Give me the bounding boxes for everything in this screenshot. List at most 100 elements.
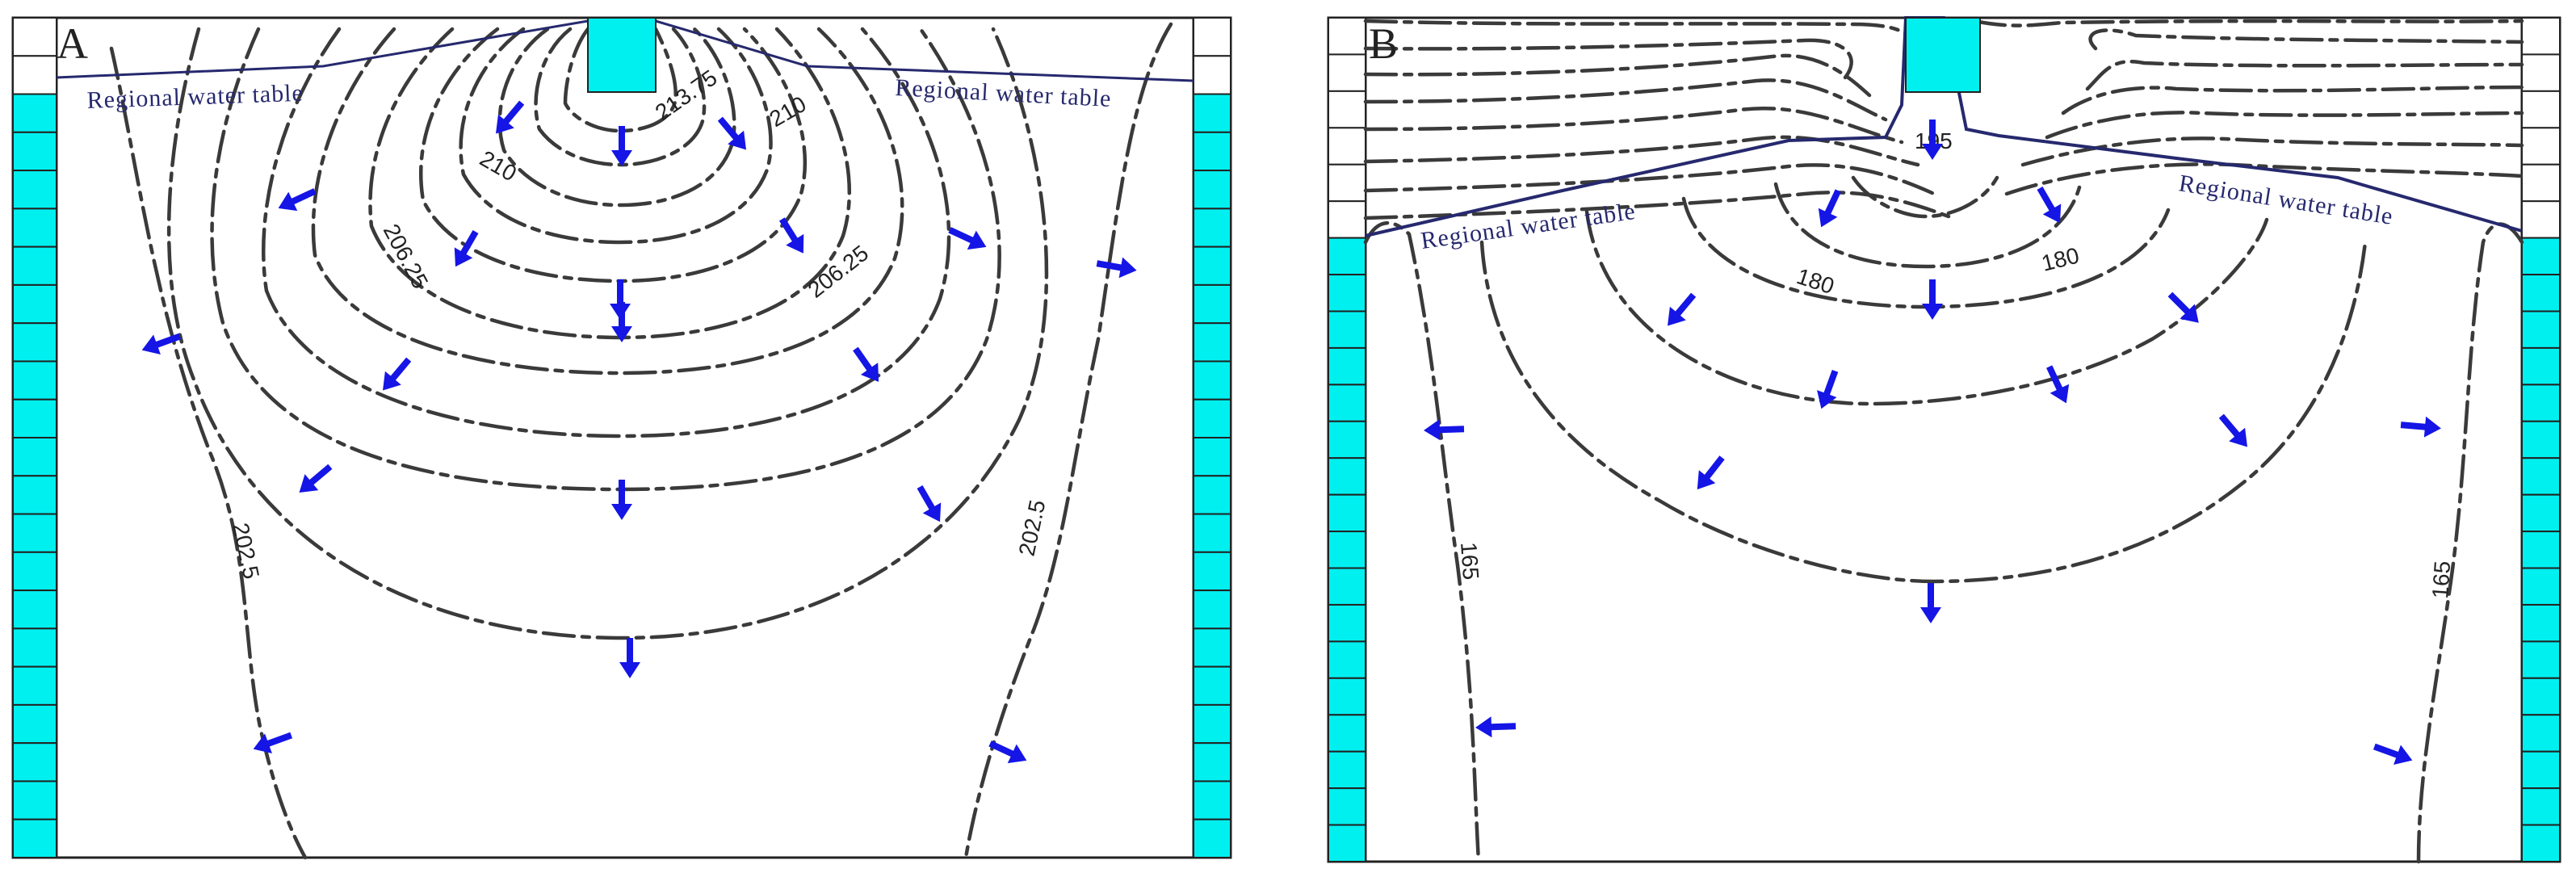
constant-head-cell-icon [1328, 603, 1366, 643]
constant-head-cell-icon [1193, 55, 1231, 95]
constant-head-cell-icon [1193, 283, 1231, 325]
constant-head-cell-icon [12, 475, 57, 515]
contour-label: 206.25 [379, 220, 434, 292]
constant-head-cell-icon [12, 818, 57, 859]
constant-head-cell-icon [1328, 493, 1366, 533]
flow-arrow-icon [2037, 186, 2062, 224]
constant-head-cell-icon [12, 55, 57, 95]
flow-arrow-icon [610, 279, 631, 320]
flow-arrow-icon [2400, 416, 2441, 438]
constant-head-cell-icon [1328, 420, 1366, 459]
flow-arrow-icon [278, 188, 317, 212]
constant-head-cell-icon [1193, 551, 1231, 592]
contour-line [1584, 209, 2269, 406]
constant-head-cell-icon [1193, 360, 1231, 401]
constant-head-cell-icon [12, 208, 57, 248]
water-table-label-right: Regional water table [895, 74, 1113, 112]
constant-head-cell-icon [2521, 237, 2561, 276]
panel-a-contours [109, 22, 1173, 860]
contour-label: 206.25 [803, 241, 874, 303]
constant-head-cell-icon [1193, 170, 1231, 210]
constant-head-cell-icon [1193, 322, 1231, 363]
constant-head-cell-icon [1193, 398, 1231, 438]
constant-head-cell-icon [12, 742, 57, 782]
flow-arrow-icon [717, 116, 746, 150]
constant-head-cell-icon [12, 665, 57, 706]
contour-line [2416, 222, 2524, 864]
constant-head-cell-icon [2521, 90, 2561, 129]
constant-head-cell-icon [2521, 714, 2561, 753]
flow-arrow-icon [141, 333, 182, 354]
constant-head-cell-icon [12, 437, 57, 477]
constant-head-cell-icon [1328, 310, 1366, 349]
constant-head-cell-icon [2521, 750, 2561, 790]
panel-b-diagram: B Regional water table Regional water ta… [1327, 16, 2561, 864]
constant-head-cell-icon [12, 513, 57, 553]
constant-head-cell-icon [1193, 208, 1231, 248]
constant-head-cell-icon [1328, 750, 1366, 790]
flow-arrow-icon [299, 464, 333, 493]
flow-arrow-icon [253, 732, 293, 753]
flow-arrow-icon [496, 100, 525, 134]
contour-label: 180 [1794, 263, 1837, 299]
constant-head-cell-icon [1328, 457, 1366, 496]
constant-head-cell-icon [1328, 346, 1366, 386]
constant-head-cell-icon [1328, 384, 1366, 422]
flow-arrow-icon [611, 302, 632, 342]
constant-head-cell-icon [2521, 457, 2561, 496]
constant-head-cell-icon [1328, 127, 1366, 166]
constant-head-cell-icon [1193, 627, 1231, 668]
constant-head-cell-icon [12, 398, 57, 438]
constant-head-cell-icon [1328, 274, 1366, 313]
constant-head-cell-icon [1328, 714, 1366, 753]
constant-head-cell-icon [2521, 787, 2561, 826]
contour-label: 202.5 [228, 521, 264, 581]
constant-head-cell-icon [1193, 131, 1231, 172]
constant-head-cell-icon [1328, 640, 1366, 679]
panel-label: B [1369, 19, 1398, 68]
flow-arrow-icon [1475, 716, 1517, 738]
contour-line [210, 27, 1001, 492]
constant-head-cell-icon [1193, 589, 1231, 630]
constant-head-cell-icon [1328, 531, 1366, 569]
constant-head-cell-icon [12, 703, 57, 745]
constant-head-cell-icon [2521, 53, 2561, 92]
constant-head-cell-icon [12, 170, 57, 210]
panel-a: A Regional water table Regional water ta… [11, 16, 1232, 860]
flow-arrow-icon [1424, 419, 1465, 441]
constant-head-cell-icon [1193, 818, 1231, 859]
constant-head-cell-icon [2521, 420, 2561, 459]
constant-head-cell-icon [2521, 346, 2561, 386]
constant-head-cell-icon [1328, 567, 1366, 606]
panel-b-flow-arrows [1424, 120, 2441, 765]
constant-head-cell-icon [1328, 200, 1366, 239]
contour-line [1773, 182, 2082, 269]
water-table-label-right: Regional water table [2177, 170, 2395, 230]
constant-head-cell-icon [1193, 703, 1231, 745]
contour-line [534, 27, 707, 167]
constant-head-cell-icon [2521, 567, 2561, 606]
contour-label: 165 [2427, 560, 2455, 600]
contour-label: 180 [2039, 242, 2082, 275]
constant-head-cell-icon [2521, 127, 2561, 166]
flow-arrow-icon [619, 638, 640, 678]
flow-arrow-icon [988, 740, 1027, 764]
panel-b-boundary-cells [1328, 17, 2561, 863]
constant-head-cell-icon [1193, 513, 1231, 553]
flow-arrow-icon [2218, 413, 2247, 447]
constant-head-cell-icon [2521, 531, 2561, 569]
panel-a-diagram: A Regional water table Regional water ta… [11, 16, 1232, 860]
water-table-label-left: Regional water table [1419, 198, 1637, 254]
constant-head-cell-icon [12, 17, 57, 57]
flow-arrow-icon [948, 227, 987, 250]
contour-line [563, 27, 678, 133]
panel-b-lower-contours [1363, 175, 2524, 864]
contour-line [1363, 162, 2524, 196]
constant-head-cell-icon [2521, 200, 2561, 239]
contour-line [459, 27, 773, 245]
contour-line [1851, 175, 1999, 219]
contour-line [1363, 135, 2524, 167]
constant-head-cell-icon [1328, 677, 1366, 716]
source-reservoir-icon [587, 17, 657, 93]
constant-head-cell-icon [12, 780, 57, 820]
